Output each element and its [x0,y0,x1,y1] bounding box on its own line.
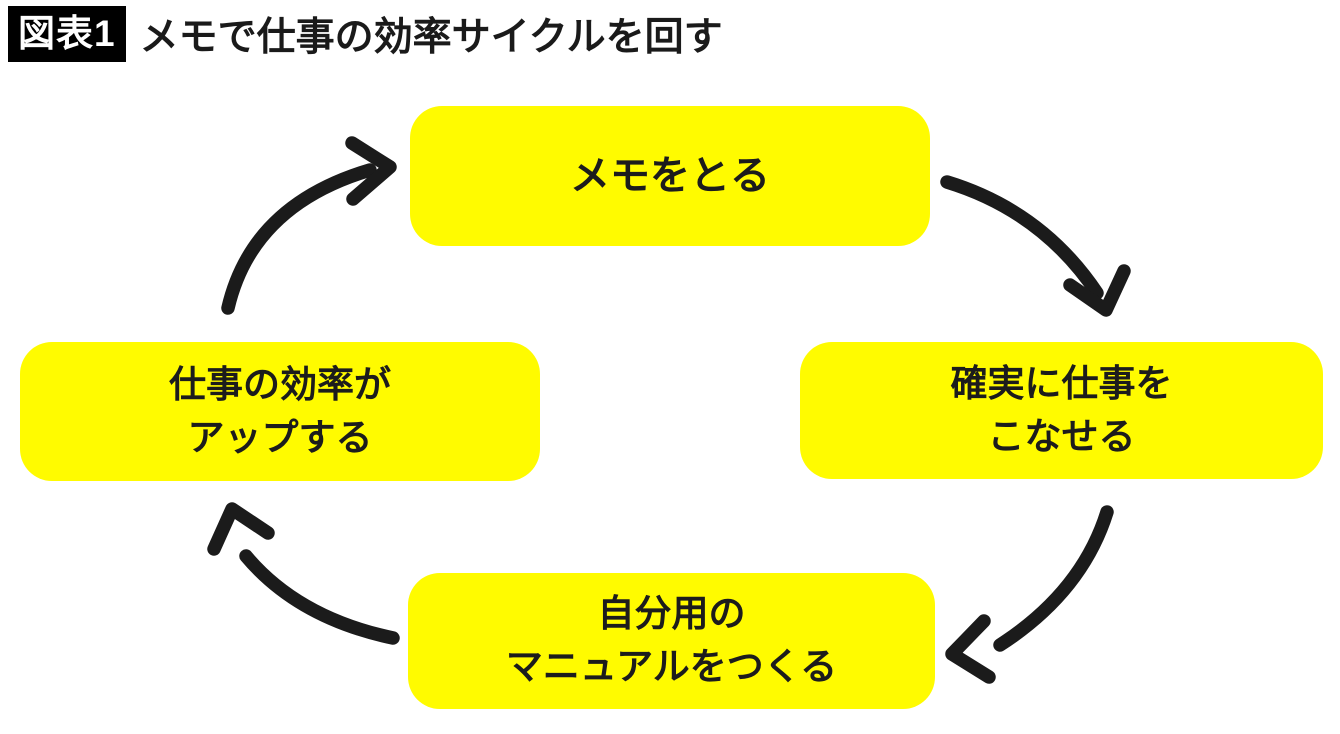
node-reliable-work-line2: こなせる [987,415,1136,457]
figure-title: メモで仕事の効率サイクルを回す [139,16,723,59]
figure-number-badge: 図表1 [8,6,126,62]
node-take-memo-label: メモをとる [570,153,770,198]
figure-header: 図表1 メモで仕事の効率サイクルを回す [8,6,723,62]
node-efficiency-up-line2: アップする [187,416,373,458]
node-take-memo: メモをとる [410,106,930,246]
node-make-manual: 自分用の マニュアルをつくる [408,573,935,709]
node-efficiency-up-line1: 仕事の効率が [169,363,391,405]
arrow-top-to-right-icon [940,175,1131,317]
node-make-manual-line1: 自分用の [597,593,746,635]
node-make-manual-line2: マニュアルをつくる [505,646,838,687]
node-reliable-work: 確実に仕事を こなせる [800,342,1323,479]
node-reliable-work-line1: 確実に仕事を [950,362,1173,404]
arrow-left-to-top-icon [221,136,397,315]
arrow-bottom-to-left-icon [207,502,400,645]
node-efficiency-up: 仕事の効率が アップする [20,342,540,481]
arrow-right-to-bottom-icon [945,505,1114,684]
